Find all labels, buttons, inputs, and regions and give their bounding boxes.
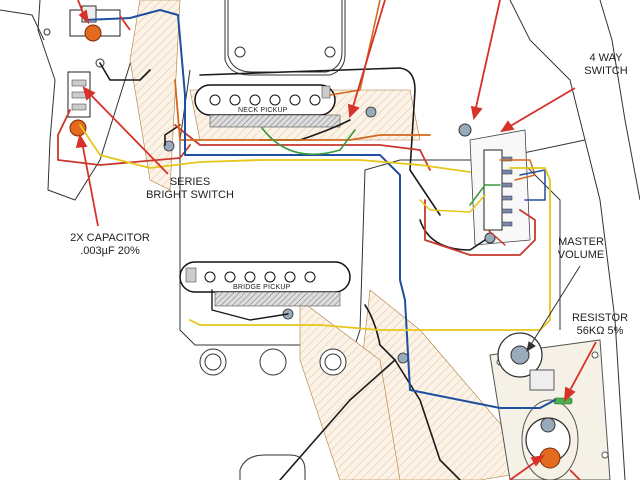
- bridge-mount-holes: [199, 348, 347, 376]
- four-way-switch: [458, 123, 531, 246]
- neck-pickup-label: NECK PICKUP: [238, 107, 288, 114]
- master-volume-label: MASTER VOLUME: [550, 236, 612, 262]
- wiring: [57, 0, 556, 480]
- output-jack: [239, 454, 306, 480]
- bridge-pickup: [179, 261, 351, 307]
- master-volume-label-line1: MASTER: [558, 236, 604, 248]
- resistor: [553, 397, 573, 405]
- series-bright-switch-label-line2: BRIGHT SWITCH: [146, 189, 234, 201]
- volume-pointer: [526, 265, 581, 353]
- capacitor-label-line2: .003µF 20%: [80, 245, 140, 257]
- master-volume-label-line2: VOLUME: [557, 249, 605, 261]
- bridge-pickup-label: BRIDGE PICKUP: [233, 284, 291, 291]
- series-bright-switch-label: SERIES BRIGHT SWITCH: [140, 176, 240, 202]
- neck-pickup: [194, 84, 341, 128]
- four-way-switch-label: 4 WAY SWITCH: [577, 52, 635, 78]
- four-way-switch-label-line2: SWITCH: [584, 65, 628, 77]
- resistor-label-line1: RESISTOR: [571, 312, 629, 324]
- capacitor-label-line1: 2X CAPACITOR: [70, 232, 150, 244]
- callout-arrows: [75, 0, 597, 480]
- resistor-label: RESISTOR 56KΩ 5%: [565, 312, 635, 338]
- four-way-switch-label-line1: 4 WAY: [589, 52, 623, 64]
- resistor-label-line2: 56KΩ 5%: [576, 325, 624, 337]
- shielded-cavity-routes: [129, 0, 541, 480]
- ground-lugs: [163, 106, 409, 364]
- tone-pot: [525, 417, 571, 469]
- upper-switch-assembly: [43, 5, 121, 42]
- series-bright-switch-label-line1: SERIES: [169, 176, 211, 188]
- neck-plate: [227, 0, 343, 73]
- master-volume-pot: [497, 332, 555, 391]
- capacitor-label: 2X CAPACITOR .003µF 20%: [60, 232, 160, 258]
